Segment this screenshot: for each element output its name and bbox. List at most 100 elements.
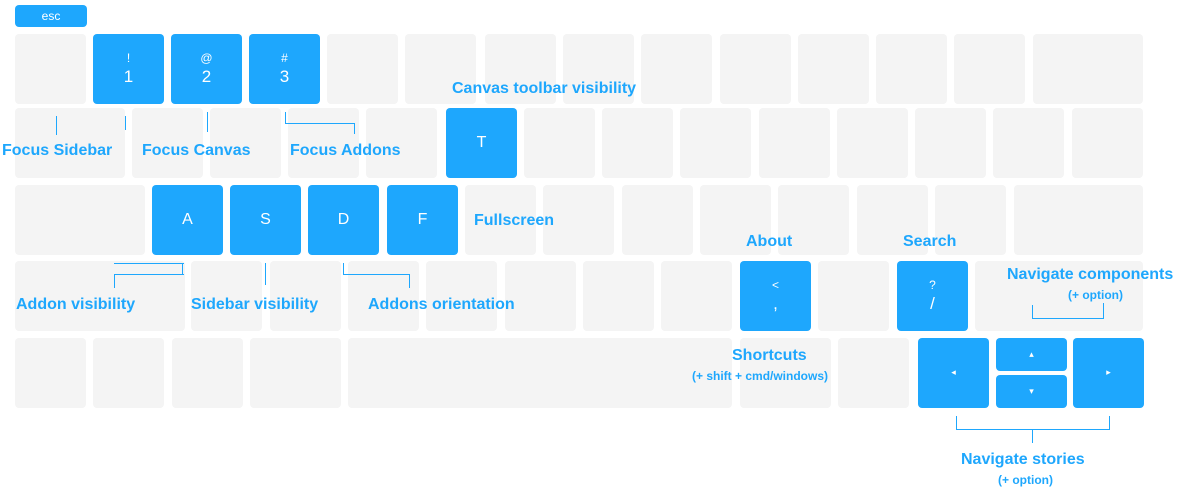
key-control xyxy=(93,338,164,408)
label-focus-sidebar: Focus Sidebar xyxy=(2,142,113,159)
key-space xyxy=(348,338,732,408)
key-s-main: S xyxy=(260,211,271,228)
key-3-main: 3 xyxy=(279,66,290,86)
key-c xyxy=(348,261,419,331)
label-about: About xyxy=(746,233,793,250)
key-command-left xyxy=(250,338,341,408)
key-e xyxy=(288,108,359,178)
arrow-right-icon: ▸ xyxy=(1106,367,1111,378)
connector-addons-orientation-stem xyxy=(409,274,410,288)
arrow-up-icon: ▴ xyxy=(1029,348,1034,359)
key-u xyxy=(602,108,673,178)
key-1: ! 1 xyxy=(93,34,164,104)
key-t-main: T xyxy=(476,134,487,151)
connector-focus-sidebar xyxy=(56,116,126,130)
key-arrow-up: ▴ xyxy=(996,338,1067,371)
key-capslock xyxy=(15,185,145,255)
key-5 xyxy=(405,34,476,104)
key-4 xyxy=(327,34,398,104)
label-navigate-components: Navigate components xyxy=(1007,266,1174,283)
key-backslash xyxy=(1072,108,1143,178)
key-i xyxy=(680,108,751,178)
key-quote xyxy=(935,185,1006,255)
connector-navigate-components xyxy=(1032,305,1104,319)
key-a: A xyxy=(152,185,223,255)
connector-navigate-stories-stem xyxy=(1032,429,1033,443)
label-shortcuts: Shortcuts xyxy=(732,347,807,364)
key-s: S xyxy=(230,185,301,255)
key-bracket-left xyxy=(915,108,986,178)
key-q xyxy=(132,108,203,178)
key-f: F xyxy=(387,185,458,255)
key-1-shift: ! xyxy=(126,50,131,65)
key-0 xyxy=(798,34,869,104)
key-backtick xyxy=(15,34,86,104)
label-focus-canvas: Focus Canvas xyxy=(142,142,251,159)
key-g xyxy=(465,185,536,255)
key-6 xyxy=(485,34,556,104)
label-addon-visibility: Addon visibility xyxy=(16,296,136,313)
key-r xyxy=(366,108,437,178)
key-v xyxy=(426,261,497,331)
key-t: T xyxy=(446,108,517,178)
key-option-right xyxy=(838,338,909,408)
key-m xyxy=(661,261,732,331)
label-navigate-stories: Navigate stories xyxy=(961,451,1085,468)
key-x xyxy=(270,261,341,331)
key-n xyxy=(583,261,654,331)
esc-key: esc xyxy=(15,5,87,27)
connector-focus-sidebar-stem xyxy=(56,123,57,135)
key-h xyxy=(543,185,614,255)
connector-focus-canvas xyxy=(207,112,208,132)
key-period xyxy=(818,261,889,331)
connector-navigate-components-stem xyxy=(1103,303,1104,319)
key-9 xyxy=(720,34,791,104)
key-slash-shift: ? xyxy=(929,277,936,292)
connector-focus-addons xyxy=(285,112,355,124)
key-slash: ? / xyxy=(897,261,968,331)
label-fullscreen: Fullscreen xyxy=(474,212,555,229)
key-comma-main: , xyxy=(773,293,778,313)
label-shortcuts-sub: (+ shift + cmd/windows) xyxy=(692,369,829,383)
key-tab xyxy=(15,108,125,178)
label-focus-addons: Focus Addons xyxy=(290,142,401,159)
key-y xyxy=(524,108,595,178)
key-z xyxy=(191,261,262,331)
key-return xyxy=(1014,185,1143,255)
key-7 xyxy=(563,34,634,104)
label-sidebar-visibility: Sidebar visibility xyxy=(191,296,319,313)
label-navigate-components-sub: (+ option) xyxy=(1068,288,1123,302)
connector-addon-visibility xyxy=(114,263,184,275)
key-slash-main: / xyxy=(930,293,935,313)
key-f-main: F xyxy=(417,211,428,228)
label-search: Search xyxy=(903,233,957,250)
connector-addons-orientation xyxy=(343,263,410,275)
key-option-left xyxy=(172,338,243,408)
key-shift-left xyxy=(15,261,185,331)
label-addons-orientation: Addons orientation xyxy=(368,296,515,313)
key-o xyxy=(759,108,830,178)
key-minus xyxy=(876,34,947,104)
key-p xyxy=(837,108,908,178)
label-canvas-toolbar-visibility: Canvas toolbar visibility xyxy=(452,80,637,97)
label-navigate-stories-sub: (+ option) xyxy=(998,473,1053,487)
key-a-main: A xyxy=(182,211,193,228)
key-3-shift: # xyxy=(281,50,288,65)
arrow-left-icon: ◂ xyxy=(951,367,956,378)
connector-navigate-stories xyxy=(956,416,1110,430)
key-bracket-right xyxy=(993,108,1064,178)
key-comma-shift: < xyxy=(771,277,779,292)
key-delete xyxy=(1033,34,1143,104)
key-d-main: D xyxy=(337,211,350,228)
key-j xyxy=(622,185,693,255)
connector-addon-visibility-right xyxy=(182,263,183,275)
connector-focus-addons-stem xyxy=(354,123,355,134)
key-k xyxy=(700,185,771,255)
arrow-down-icon: ▾ xyxy=(1029,385,1034,396)
key-2-shift: @ xyxy=(200,50,213,65)
key-3: # 3 xyxy=(249,34,320,104)
key-w xyxy=(210,108,281,178)
key-1-main: 1 xyxy=(123,66,134,86)
key-d: D xyxy=(308,185,379,255)
